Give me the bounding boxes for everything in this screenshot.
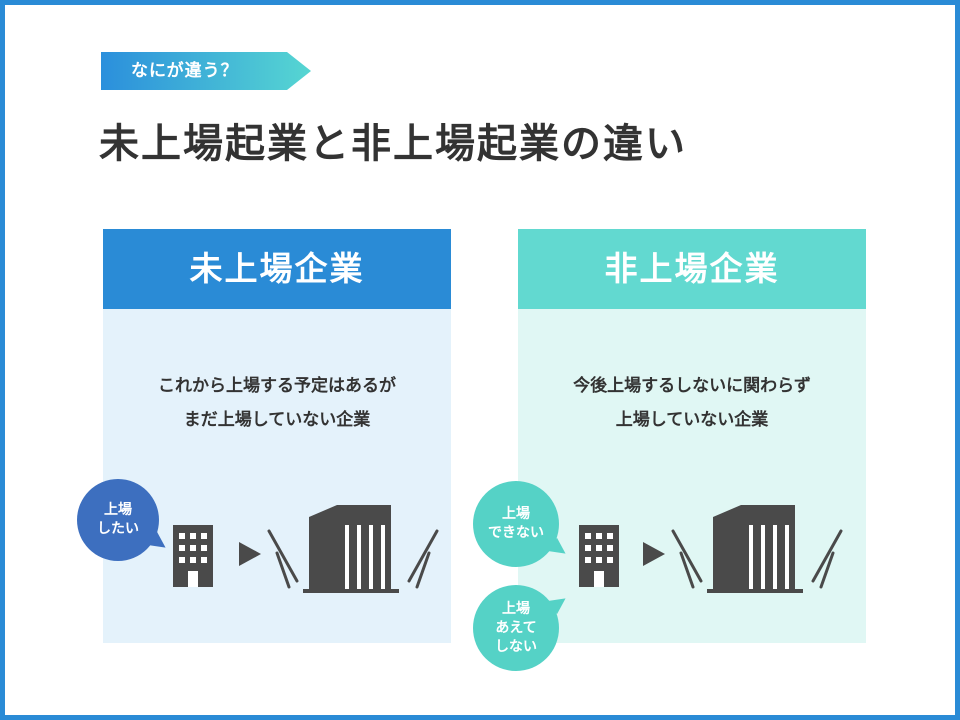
want-to-list-bubble: 上場 したい: [77, 479, 159, 561]
cannot-list-bubble: 上場 できない: [473, 481, 559, 567]
unlisted-desc-line-1: これから上場する予定はあるが: [158, 376, 396, 396]
choose-not-list-bubble: 上場 あえて しない: [473, 585, 559, 671]
question-tag: なにが違う？: [101, 52, 311, 90]
non-listed-panel: 非上場企業 今後上場するしないに関わらず 上場していない企業: [518, 229, 866, 643]
unlisted-description: これから上場する予定はあるが まだ上場していない企業: [103, 369, 451, 437]
page-title: 未上場起業と非上場起業の違い: [99, 121, 687, 167]
bubble-line: 上場: [502, 506, 530, 522]
non-listed-description: 今後上場するしないに関わらず 上場していない企業: [518, 369, 866, 437]
non-listed-desc-line-1: 今後上場するしないに関わらず: [573, 376, 811, 396]
bubble-line: したい: [97, 521, 139, 537]
bubble-line: あえて: [495, 619, 537, 636]
unlisted-panel: 未上場企業 これから上場する予定はあるが まだ上場していない企業: [103, 229, 451, 643]
non-listed-desc-line-2: 上場していない企業: [615, 410, 769, 430]
bubble-line: 上場: [502, 600, 530, 617]
small-building-icon: [579, 525, 619, 587]
unlisted-header: 未上場企業: [103, 229, 451, 309]
large-building-icon: [267, 505, 439, 593]
non-listed-header: 非上場企業: [518, 229, 866, 309]
arrow-right-icon: [239, 542, 261, 566]
large-building-icon: [671, 505, 843, 593]
bubble-line: 上場: [104, 502, 132, 518]
small-building-icon: [173, 525, 213, 587]
unlisted-desc-line-2: まだ上場していない企業: [183, 410, 371, 430]
bubble-line: できない: [488, 525, 544, 541]
arrow-right-icon: [643, 542, 665, 566]
bubble-line: しない: [495, 638, 537, 655]
